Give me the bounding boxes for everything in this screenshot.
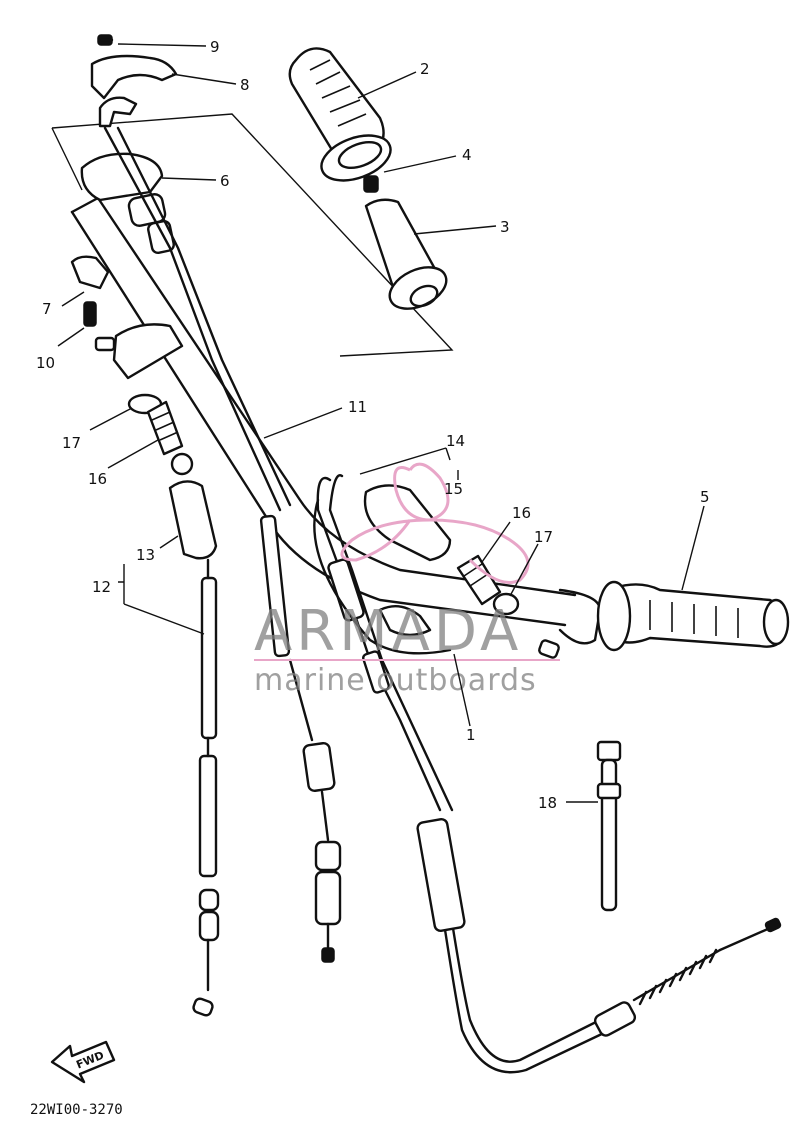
throttle-assembly-group [51,34,454,512]
cable-boot-13 [168,452,218,560]
bolt-10 [83,301,97,327]
cable-elbow [98,96,138,128]
callout-16-right: 16 [512,504,531,522]
callout-6: 6 [220,172,230,190]
callout-4: 4 [462,146,472,164]
diagram-code: 22WI00-3270 [30,1102,123,1118]
adjuster-16-left [146,400,184,456]
callout-7: 7 [42,300,52,318]
callout-labels: 9 8 2 4 3 6 7 10 11 14 15 17 16 16 17 5 … [36,38,710,812]
callout-9: 9 [210,38,220,56]
watermark-logo [340,462,530,584]
callout-17-right: 17 [534,528,553,546]
throttle-housing-6 [80,152,164,202]
callout-8: 8 [240,76,250,94]
callout-1: 1 [466,726,476,744]
callout-18: 18 [538,794,557,812]
throttle-cable-11 [259,514,342,963]
lever-end [378,604,560,659]
callout-11: 11 [348,398,367,416]
callout-5: 5 [700,488,710,506]
callout-2: 2 [420,60,430,78]
callout-17-left: 17 [62,434,81,452]
spring-4 [363,175,379,193]
callout-3: 3 [500,218,510,236]
watermark-tagline: marine outboards [254,663,537,698]
callout-15: 15 [444,480,463,498]
callout-leaders [57,43,705,803]
watermark-brand: ARMADA [254,599,522,664]
grip-5 [596,580,790,652]
handlebar-clamp [94,323,184,380]
watermark: ARMADA marine outboards [254,462,560,698]
callout-13: 13 [136,546,155,564]
cable-1 [313,474,782,1074]
locknut-17-right [492,592,520,616]
cable-1-coil [638,948,718,1006]
cable-tie-18 [596,740,622,912]
throttle-cap-8 [90,54,178,100]
callout-10: 10 [36,354,55,372]
grip-2 [288,47,392,182]
callout-12: 12 [92,578,111,596]
throttle-tube-3 [364,198,448,310]
fwd-arrow: FWD [50,1040,116,1084]
callout-16-left: 16 [88,470,107,488]
screw-9 [97,34,114,46]
bracket-7 [70,255,110,290]
clutch-cable-12 [192,558,220,1017]
callout-14: 14 [446,432,465,450]
